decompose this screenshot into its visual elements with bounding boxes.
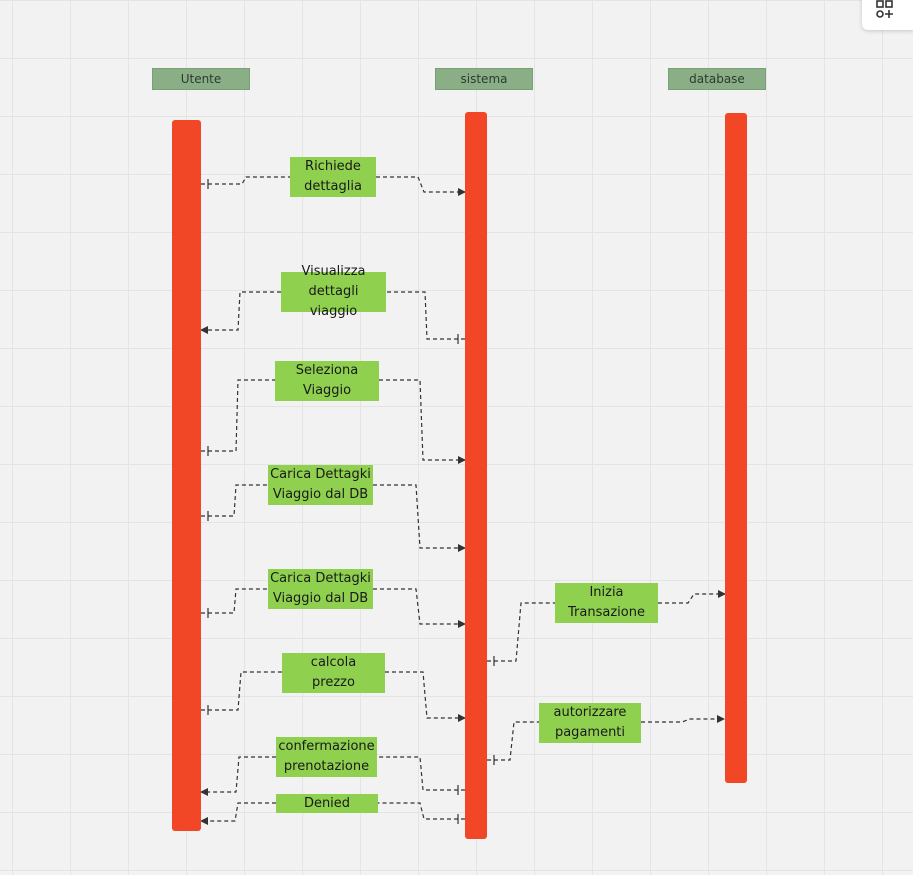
connector-richiede-dettaglia[interactable] xyxy=(201,176,465,192)
connector-denied[interactable] xyxy=(201,802,465,821)
message-visualizza-dettagli-viaggio[interactable]: Visualizza dettagli viaggio xyxy=(281,264,386,319)
shapes-add-icon xyxy=(876,0,893,18)
connector-inizia-transazione[interactable] xyxy=(487,594,725,662)
message-inizia-transazione[interactable]: Inizia Transazione xyxy=(555,583,658,623)
message-seleziona-viaggio[interactable]: Seleziona Viaggio xyxy=(275,361,379,401)
connector-autorizzare-pagamenti[interactable] xyxy=(487,719,724,761)
connector-conferma-prenotazione[interactable] xyxy=(201,756,465,792)
message-conferma-prenotazione[interactable]: confermazione prenotazione xyxy=(276,737,377,777)
shapes-toolbar-button[interactable] xyxy=(862,0,913,30)
connector-carica-dettagli-1[interactable] xyxy=(201,484,465,548)
message-carica-dettagli-1[interactable]: Carica Dettagki Viaggio dal DB xyxy=(268,465,373,505)
lifeline-bar-sistema[interactable] xyxy=(465,112,487,839)
participant-header-utente[interactable]: Utente xyxy=(152,68,250,90)
lifeline-bar-database[interactable] xyxy=(725,113,747,783)
message-denied[interactable]: Denied xyxy=(276,794,378,813)
connectors-layer xyxy=(201,176,725,824)
participant-header-sistema[interactable]: sistema xyxy=(435,68,533,90)
message-calcola-prezzo[interactable]: calcola prezzo xyxy=(282,653,385,693)
connector-carica-dettagli-2[interactable] xyxy=(201,588,465,624)
lifeline-bar-utente[interactable] xyxy=(172,120,201,831)
connector-calcola-prezzo[interactable] xyxy=(201,671,465,718)
participant-header-database[interactable]: database xyxy=(668,68,766,90)
message-carica-dettagli-2[interactable]: Carica Dettagki Viaggio dal DB xyxy=(268,569,373,609)
message-richiede-dettaglia[interactable]: Richiede dettaglia xyxy=(290,157,376,197)
message-autorizzare-pagamenti[interactable]: autorizzare pagamenti xyxy=(539,703,641,743)
connector-seleziona-viaggio[interactable] xyxy=(201,379,465,460)
